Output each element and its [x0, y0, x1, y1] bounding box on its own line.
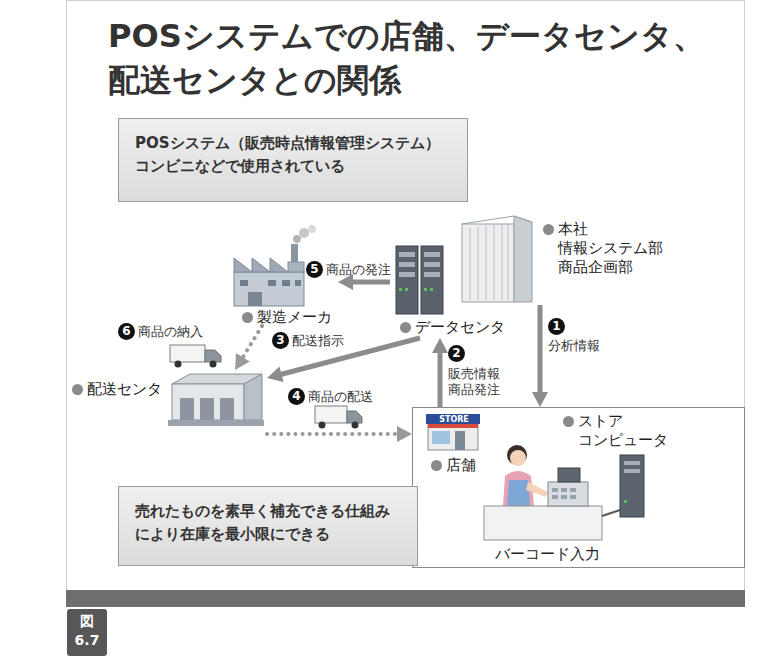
datacenter-node: データセンタ	[390, 238, 530, 338]
factory-node: 製造メーカ	[228, 240, 338, 326]
edge-label: 分析情報	[548, 338, 600, 354]
node-label: 製造メーカ	[242, 308, 332, 327]
callout-number: 3	[272, 332, 289, 349]
summary-box: 売れたものを素早く補充できる仕組み により在庫を最小限にできる	[118, 486, 418, 566]
edge-label: 配送指示	[292, 333, 344, 349]
callout-number: 2	[448, 345, 465, 362]
warehouse-illustration	[168, 374, 264, 426]
headquarters-node: 本社 情報システム部 商品企画部	[455, 212, 690, 305]
connector-line	[438, 351, 443, 407]
edge-label: 商品の発注	[326, 262, 391, 278]
store-sign-text: STORE	[427, 415, 481, 425]
callout-number: 6	[118, 323, 135, 340]
node-label: 本社 情報システム部 商品企画部	[543, 220, 671, 277]
edge-label: 販売情報 商品発注	[448, 366, 510, 398]
dotted-arrow	[267, 426, 412, 442]
figure-number: 図 6.7	[67, 612, 107, 650]
dotted-arrow	[235, 326, 262, 370]
arrow-head	[532, 392, 548, 407]
connector-line	[242, 326, 262, 359]
store-illustration	[426, 414, 480, 450]
arrow-head	[267, 366, 284, 381]
truck-illustration	[315, 406, 362, 429]
server-illustration	[396, 216, 532, 314]
slide-frame	[66, 1, 745, 657]
edge-label: 商品の配送	[308, 389, 373, 405]
arrow-head	[432, 338, 448, 353]
factory-illustration	[234, 225, 316, 306]
description-box: POSシステム（販売時点情報管理システム） コンビニなどで使用されている	[118, 118, 468, 202]
callout-number: 4	[288, 388, 305, 405]
distribution-node: 配送センタ	[70, 370, 267, 440]
arrow-head	[235, 353, 250, 370]
truck-illustration	[170, 345, 221, 368]
connector-line	[351, 280, 390, 285]
node-label: ストア コンピュータ	[563, 412, 683, 450]
edge-label: 商品の納入	[138, 324, 203, 340]
store-region: バーコード入力 店舗 STORE ストア コンピュータ	[412, 407, 745, 568]
node-label: バーコード入力	[491, 545, 604, 564]
node-label: 店舗	[431, 456, 476, 475]
title-text: POSシステムでの店舗、データセンタ、配送センタとの関係	[108, 14, 708, 102]
flow-arrow	[532, 305, 548, 407]
connector-line	[538, 305, 543, 394]
node-label: 配送センタ	[72, 380, 162, 399]
callout-number: 5	[306, 261, 323, 278]
arrow-head	[397, 426, 412, 442]
flow-arrow	[432, 338, 448, 407]
callout-number: 1	[548, 318, 565, 335]
box-text: 売れたものを素早く補充できる仕組み により在庫を最小限にできる	[135, 500, 401, 546]
node-label: データセンタ	[400, 318, 505, 337]
store-computer-node: ストア コンピュータ	[563, 410, 688, 522]
cashier-illustration	[484, 445, 644, 540]
store-node: 店舗 STORE	[423, 412, 508, 478]
box-text: POSシステム（販売時点情報管理システム） コンビニなどで使用されている	[135, 132, 451, 178]
connector-line	[267, 432, 399, 436]
